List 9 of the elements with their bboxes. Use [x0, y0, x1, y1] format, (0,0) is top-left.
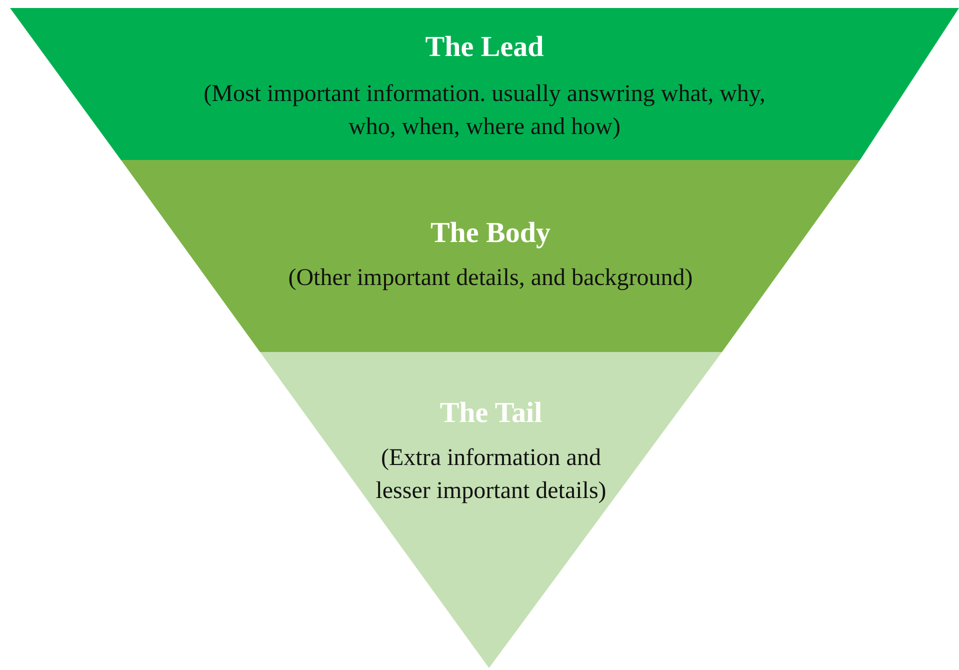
section-description: (Extra information and lesser important details) [374, 444, 608, 506]
section-heading: The Tail [438, 396, 544, 430]
section-heading: The Lead [424, 30, 545, 64]
section-heading: The Body [429, 216, 552, 250]
section-description: (Other important details, and background) [287, 264, 694, 293]
tail-triangle [260, 352, 722, 668]
body-band [121, 160, 860, 352]
section-description: (Most important information. usually answring what, why, who, when, where and how) [202, 80, 766, 142]
lead-band [10, 8, 959, 160]
